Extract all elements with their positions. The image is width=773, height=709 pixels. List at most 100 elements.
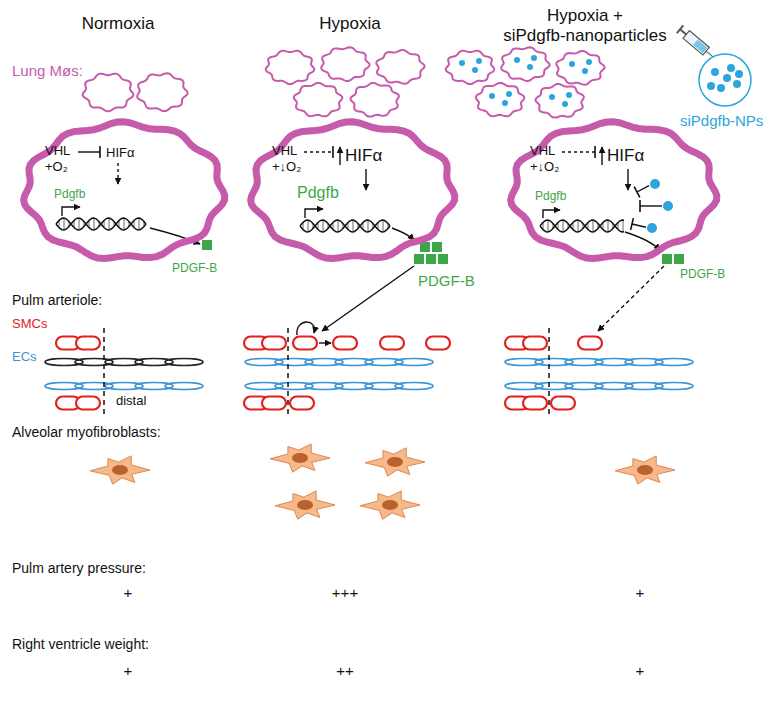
nucleus [387,457,403,467]
nanoparticle [531,55,537,61]
oxygen-level: +↓O₂ [530,160,559,175]
gene-name: Pdgfb [297,184,339,202]
column-heading: Normoxia [82,14,155,34]
row-label: Lung Møs: [12,62,83,79]
transcription-factor: HIFα [106,146,134,161]
dna-rung [593,220,594,232]
arrow [543,210,560,218]
nanoparticle [549,94,555,100]
score: + [636,662,645,679]
nanoparticle [711,68,719,76]
rect-shape [683,31,709,55]
myofibroblast [360,491,420,519]
nanoparticle [569,61,575,67]
cell-type-label: ECs [12,350,37,365]
macrophage-cell: VHL+↓O₂ HIFαPdgfb [505,116,722,266]
dna-strand [56,218,146,230]
gene-regulator: VHL [272,144,297,159]
inhibition-line [640,205,662,206]
nanoparticle [586,59,592,65]
row-label: Alveolar myofibroblasts: [12,424,161,440]
inhibition-bar [639,200,641,212]
cell-outline [18,116,230,266]
dna-strand [540,220,624,232]
pdgf-b-protein [420,242,430,252]
macrophage-outline [321,47,369,81]
myofibroblast [615,456,675,484]
nanoparticle [514,57,520,63]
oxygen-level: +↓O₂ [272,160,301,175]
sirna-nanoparticle [647,223,657,233]
inhibition-bar [332,146,334,158]
endothelial-cell [165,383,203,390]
inhibition-line [562,151,595,152]
arrow [117,163,118,184]
dna-strand [56,218,146,230]
macrophage-outline [536,84,584,118]
pdgf-b-protein [202,240,212,250]
myofibroblast [90,456,150,484]
nucleus [382,500,398,510]
score: ++ [336,662,354,679]
dna-rung [368,220,369,232]
nucleus [637,465,653,475]
column-heading: Hypoxia [319,14,380,34]
gene-name: Pdgfb [54,188,85,202]
transcription-factor: HIFα [345,146,382,166]
distal-boundary [548,328,550,416]
dna-strand [300,220,390,232]
column-heading: Hypoxia + siPdgfb-nanoparticles [490,6,680,46]
line-shape [677,25,683,33]
cell-membrane [24,122,225,259]
gene-regulator: VHL [530,144,555,159]
nanoparticle [527,64,533,70]
transcription-factor: HIFα [607,146,644,166]
score: + [636,584,645,601]
macrophage-outline [137,73,187,111]
macrophage-outline [446,51,495,84]
protein-label: PDGF-B [418,272,475,289]
myofibroblast [270,444,330,472]
gene-regulator: VHL [45,144,70,159]
nanoparticle [723,74,731,82]
dna-rung [383,220,384,232]
inhibition-bar [594,146,596,158]
dna-rung [338,220,339,232]
inhibition-bar [99,146,101,158]
dna-rung [308,220,309,232]
score: + [124,662,133,679]
distal-boundary [287,328,289,416]
dna-rung [109,218,110,230]
macrophage-outline [556,51,604,85]
nanoparticle [502,100,508,106]
nanoparticle [472,67,478,73]
dna-rung [623,220,624,232]
dna-strand [540,220,624,232]
arrow [365,169,366,190]
score: + [124,584,133,601]
nanoparticle-solution [699,54,751,106]
nanoparticle [459,60,465,66]
smooth-muscle-cell [262,337,286,350]
nanoparticle [582,68,588,74]
dna-strand [300,220,390,232]
arrow [601,147,602,165]
endothelial-cell [395,383,433,390]
arrow [339,147,340,165]
line-spacer [490,6,525,24]
dna-rung [94,218,95,230]
smooth-muscle-cell [523,337,547,350]
dna-rung [323,220,324,232]
myofibroblast [275,491,335,519]
nanoparticle [566,92,572,98]
cell-membrane [251,122,455,259]
macrophage-outline [83,74,134,112]
macrophage-outline [376,50,424,84]
protein-label: PDGF-B [680,268,725,282]
endothelial-cell [655,383,693,390]
macrophage-outline [294,83,343,116]
smooth-muscle-cell [551,397,575,410]
gene-name: Pdgfb [535,190,566,204]
smooth-muscle-cell [293,337,317,350]
